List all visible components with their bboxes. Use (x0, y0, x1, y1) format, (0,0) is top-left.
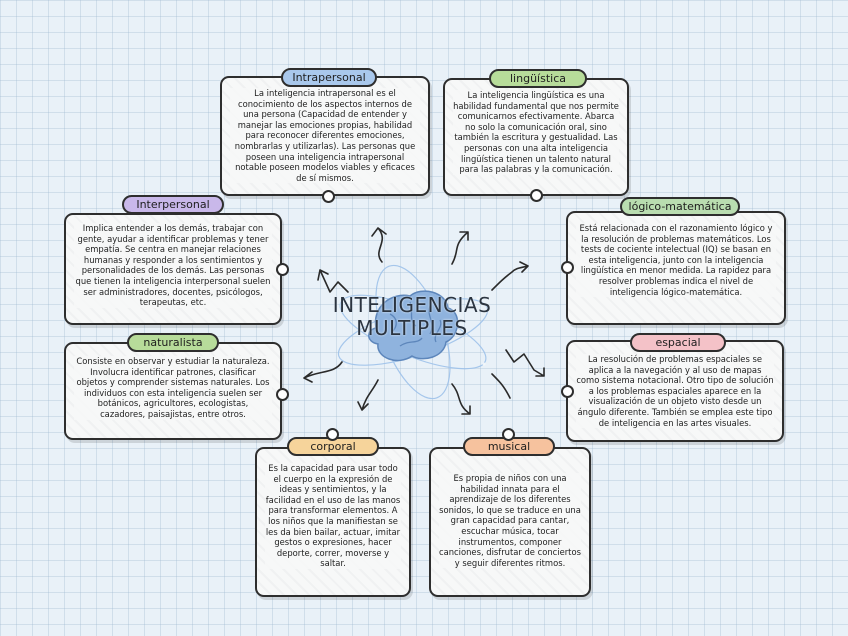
intrapersonal-connector-dot[interactable] (322, 190, 335, 203)
logico-matematica-connector-dot[interactable] (561, 261, 574, 274)
espacial-card: La resolución de problemas espaciales se… (566, 340, 784, 442)
arrow-to-intrapersonal (372, 228, 386, 262)
logico-matematica-label[interactable]: lógico-matemática (620, 197, 740, 216)
arrow-to-naturalista (304, 362, 342, 382)
corporal-card: Es la capacidad para usar todo el cuerpo… (255, 447, 411, 597)
linguistica-connector-dot[interactable] (530, 189, 543, 202)
arrow-to-musical (452, 384, 470, 414)
center-title-line-2: MULTIPLES (300, 317, 524, 340)
arrow-to-musical-2 (492, 374, 510, 398)
corporal-text: Es la capacidad para usar todo el cuerpo… (265, 463, 401, 569)
interpersonal-connector-dot[interactable] (276, 263, 289, 276)
espacial-text: La resolución de problemas espaciales se… (576, 354, 774, 428)
logico-matematica-text: Está relacionada con el razonamiento lóg… (576, 223, 776, 297)
arrow-to-espacial (506, 350, 544, 376)
musical-connector-dot[interactable] (502, 428, 515, 441)
linguistica-text: La inteligencia lingüística es una habil… (453, 90, 619, 175)
arrow-to-logico (492, 262, 528, 290)
naturalista-text: Consiste en observar y estudiar la natur… (74, 356, 272, 420)
interpersonal-card: Implica entender a los demás, trabajar c… (64, 213, 282, 325)
espacial-connector-dot[interactable] (561, 385, 574, 398)
arrow-to-interpersonal (318, 270, 348, 292)
musical-text: Es propia de niños con una habilidad inn… (439, 473, 581, 568)
intrapersonal-text: La inteligencia intrapersonal es el cono… (230, 88, 420, 183)
center-title: INTELIGENCIAS MULTIPLES (300, 294, 524, 340)
espacial-label[interactable]: espacial (630, 333, 726, 352)
arrow-to-linguistica (452, 232, 468, 264)
musical-card: Es propia de niños con una habilidad inn… (429, 447, 591, 597)
center-title-line-1: INTELIGENCIAS (300, 294, 524, 317)
naturalista-label[interactable]: naturalista (127, 333, 219, 352)
naturalista-connector-dot[interactable] (276, 388, 289, 401)
arrow-to-corporal (358, 380, 378, 410)
interpersonal-label[interactable]: Interpersonal (122, 195, 224, 214)
interpersonal-text: Implica entender a los demás, trabajar c… (74, 223, 272, 308)
naturalista-card: Consiste en observar y estudiar la natur… (64, 342, 282, 440)
linguistica-label[interactable]: lingüística (489, 69, 587, 88)
logico-matematica-card: Está relacionada con el razonamiento lóg… (566, 211, 786, 325)
corporal-connector-dot[interactable] (326, 428, 339, 441)
linguistica-card: La inteligencia lingüística es una habil… (443, 78, 629, 196)
intrapersonal-card: La inteligencia intrapersonal es el cono… (220, 76, 430, 196)
intrapersonal-label[interactable]: Intrapersonal (281, 68, 377, 87)
